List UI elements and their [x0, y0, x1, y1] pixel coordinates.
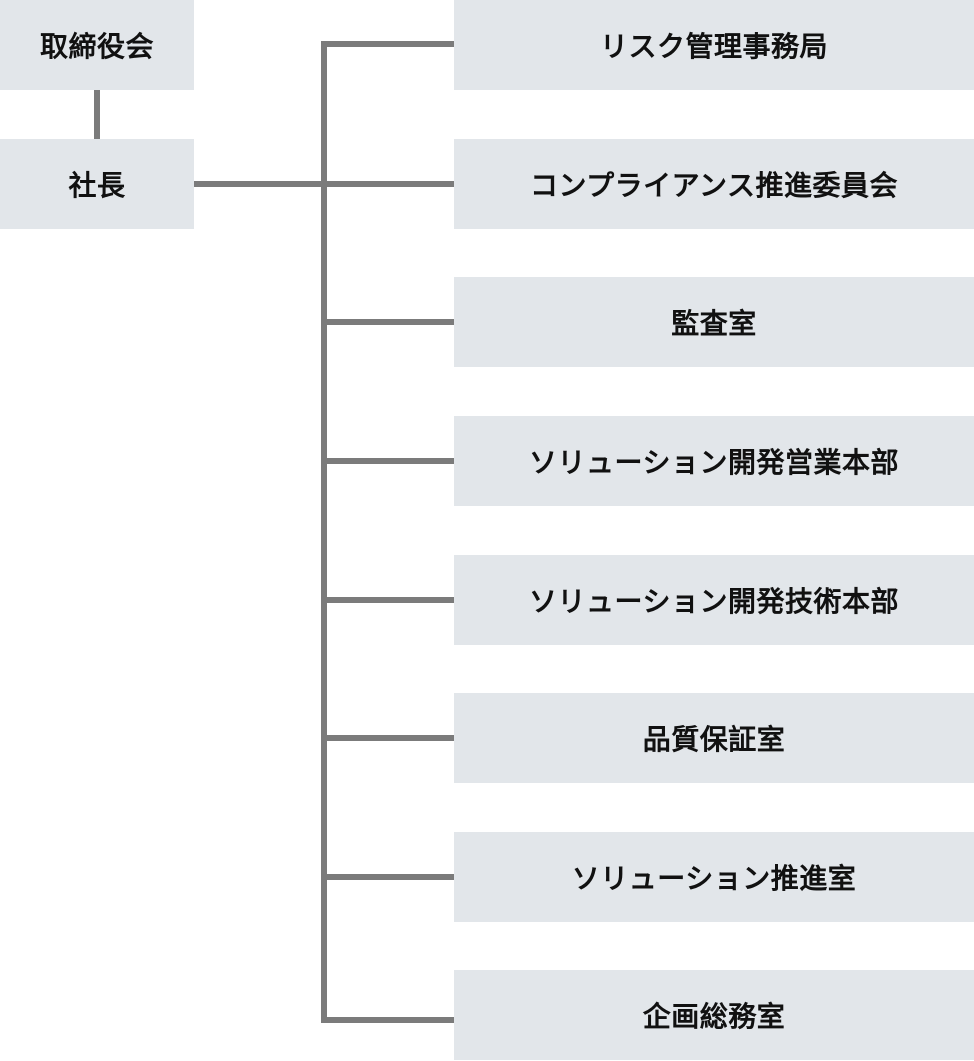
board-to-president-connector — [94, 90, 100, 139]
department-risk-management-office: リスク管理事務局 — [454, 0, 974, 90]
branch-connector — [321, 41, 454, 47]
department-solution-promotion-office: ソリューション推進室 — [454, 832, 974, 922]
branch-connector — [321, 735, 454, 741]
branch-connector — [321, 597, 454, 603]
department-solution-engineering-division: ソリューション開発技術本部 — [454, 555, 974, 645]
president-node: 社長 — [0, 139, 194, 229]
board-node: 取締役会 — [0, 0, 194, 90]
branch-connector — [321, 319, 454, 325]
department-audit-office: 監査室 — [454, 277, 974, 367]
president-to-trunk-connector — [194, 181, 327, 187]
trunk-connector — [321, 41, 327, 1023]
department-quality-assurance-office: 品質保証室 — [454, 693, 974, 783]
department-planning-general-affairs-office: 企画総務室 — [454, 970, 974, 1060]
department-compliance-committee: コンプライアンス推進委員会 — [454, 139, 974, 229]
branch-connector — [321, 458, 454, 464]
branch-connector — [321, 1017, 454, 1023]
branch-connector — [321, 181, 454, 187]
department-solution-sales-division: ソリューション開発営業本部 — [454, 416, 974, 506]
branch-connector — [321, 874, 454, 880]
